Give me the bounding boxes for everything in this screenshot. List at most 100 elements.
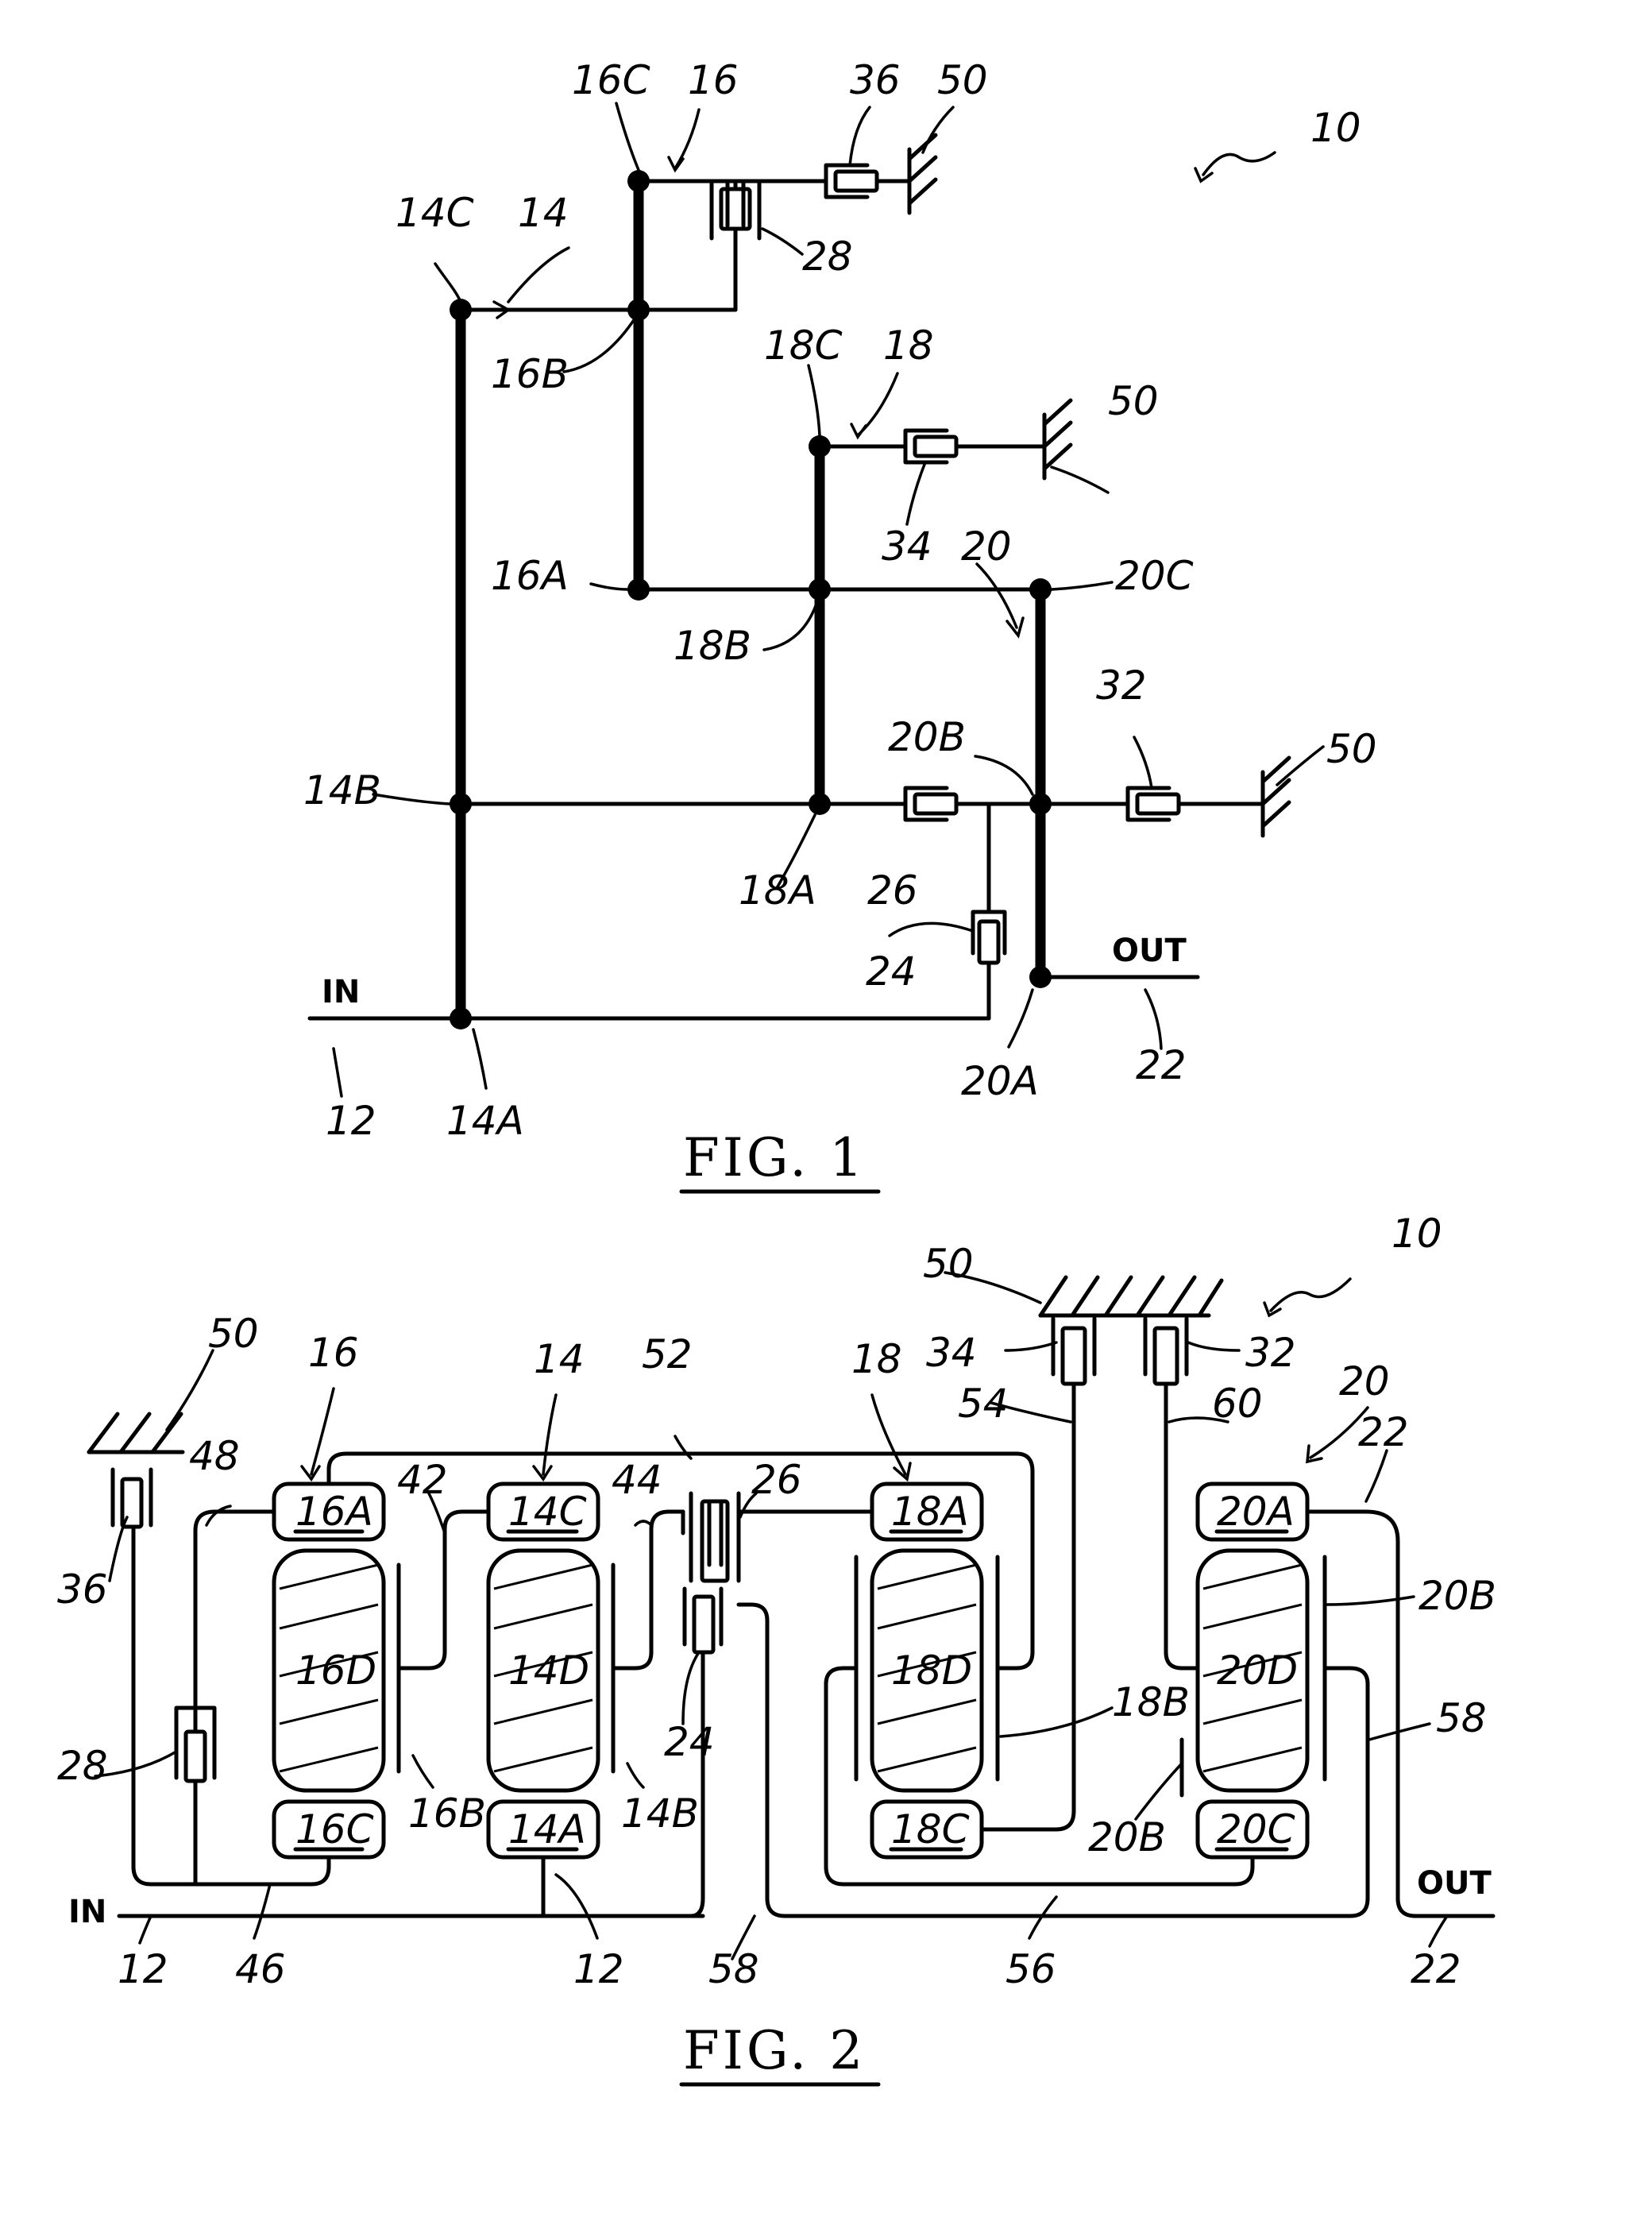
label-16A: 16A <box>491 553 569 599</box>
fig2-ref-10: 10 <box>1391 1211 1442 1257</box>
fig2-label-42: 42 <box>397 1457 448 1503</box>
label-36: 36 <box>850 57 901 103</box>
fig2-label-20Bb: 20B <box>1088 1814 1166 1860</box>
label-22: 22 <box>1136 1042 1187 1088</box>
box-label-14A: 14A <box>508 1806 586 1852</box>
fig2-clutch-24 <box>685 1589 721 1652</box>
fig2-label-44: 44 <box>612 1457 662 1503</box>
ref-10: 10 <box>1310 105 1361 151</box>
fig2-label-18B: 18B <box>1112 1679 1190 1725</box>
label-18C: 18C <box>764 323 843 369</box>
fig2-label-52: 52 <box>642 1331 693 1377</box>
label-16B: 16B <box>491 351 569 397</box>
fig2-label-28: 28 <box>57 1743 108 1789</box>
fig2-label-36: 36 <box>57 1566 108 1613</box>
label-34: 34 <box>882 523 932 570</box>
label-16: 16 <box>688 57 739 103</box>
fig2-label-58a: 58 <box>1436 1695 1487 1741</box>
label-50c: 50 <box>1326 726 1377 772</box>
clutch-28 <box>712 181 759 238</box>
fig2-label-50b: 50 <box>923 1241 974 1287</box>
fig2-ground-50-top <box>1040 1277 1222 1315</box>
label-12: 12 <box>326 1098 376 1144</box>
box-label-18D: 18D <box>891 1648 972 1694</box>
box-label-18A: 18A <box>891 1489 969 1535</box>
fig2-label-12a: 12 <box>118 1946 168 1992</box>
box-label-16D: 16D <box>295 1648 376 1694</box>
label-24: 24 <box>866 948 917 995</box>
label-20: 20 <box>961 523 1012 570</box>
fig2-label-18: 18 <box>851 1336 902 1382</box>
fig2-label-out: OUT <box>1417 1865 1492 1902</box>
fig2-clutch-26 <box>683 1493 739 1581</box>
label-18A: 18A <box>739 867 816 914</box>
label-in: IN <box>322 974 360 1010</box>
box-label-20C: 20C <box>1217 1806 1295 1852</box>
brake-36 <box>826 165 909 197</box>
label-20C: 20C <box>1115 553 1194 599</box>
label-14B: 14B <box>303 767 381 813</box>
label-50b: 50 <box>1108 378 1159 424</box>
ground-50-c <box>1263 758 1289 836</box>
fig2-label-54: 54 <box>958 1381 1009 1427</box>
box-label-14C: 14C <box>508 1489 587 1535</box>
box-label-16C: 16C <box>295 1806 374 1852</box>
fig2-label-34: 34 <box>926 1330 977 1376</box>
fig2-label-20Ba: 20B <box>1418 1573 1496 1619</box>
fig2-label-24: 24 <box>664 1719 715 1765</box>
fig1-caption: FIG. 1 <box>683 1127 866 1188</box>
fig2-label-46: 46 <box>235 1946 286 1992</box>
fig2-label-12b: 12 <box>573 1946 624 1992</box>
box-label-18C: 18C <box>891 1806 970 1852</box>
fig2-label-48: 48 <box>189 1433 240 1479</box>
box-label-16A: 16A <box>295 1489 373 1535</box>
fig2-ground-50-left <box>89 1414 183 1452</box>
label-18B: 18B <box>674 623 751 669</box>
gearset-18: 18A 18D 18C <box>856 1484 998 1857</box>
fig2-stick-diagram: 16A 16D 16C 14C 14D 14A 18A <box>57 1211 1496 2084</box>
fig2-brake-34 <box>1053 1319 1094 1384</box>
gearset-14: 14C 14D 14A <box>488 1484 613 1857</box>
label-14A: 14A <box>446 1098 524 1144</box>
clutch-26 <box>905 788 956 820</box>
fig1-lever-diagram: 10 14C 14 16C 16 36 50 28 16B 18C 18 50 … <box>303 57 1377 1192</box>
box-label-14D: 14D <box>508 1648 589 1694</box>
ground-50-a <box>909 135 936 213</box>
label-18: 18 <box>883 323 934 369</box>
fig2-label-32: 32 <box>1245 1330 1296 1376</box>
label-32: 32 <box>1096 662 1147 709</box>
label-20B: 20B <box>888 714 966 760</box>
fig2-clutch-36 <box>113 1470 151 1537</box>
gearset-20: 20A 20D 20C <box>1182 1484 1325 1857</box>
clutch-24 <box>973 912 1005 963</box>
label-14C: 14C <box>396 190 474 236</box>
fig2-label-14: 14 <box>534 1336 585 1382</box>
label-20A: 20A <box>961 1058 1039 1104</box>
fig2-caption: FIG. 2 <box>683 2020 866 2081</box>
fig2-label-60: 60 <box>1212 1381 1263 1427</box>
fig2-label-in: IN <box>68 1894 106 1930</box>
label-out: OUT <box>1112 933 1187 969</box>
fig2-label-20: 20 <box>1339 1358 1390 1404</box>
fig2-label-26: 26 <box>751 1457 802 1503</box>
label-16C: 16C <box>572 57 650 103</box>
label-28: 28 <box>802 234 853 280</box>
fig2-label-16B: 16B <box>408 1790 486 1837</box>
fig2-label-58b: 58 <box>708 1946 759 1992</box>
box-label-20D: 20D <box>1217 1648 1298 1694</box>
brake-32 <box>1128 788 1179 820</box>
fig2-label-22b: 22 <box>1411 1946 1461 1992</box>
fig2-brake-32 <box>1145 1319 1187 1384</box>
box-label-20A: 20A <box>1217 1489 1295 1535</box>
fig2-label-22a: 22 <box>1358 1409 1409 1455</box>
brake-34 <box>905 431 956 462</box>
fig2-label-16: 16 <box>308 1330 359 1376</box>
ground-50-b <box>1044 400 1071 478</box>
fig2-label-14B: 14B <box>621 1790 699 1837</box>
fig2-label-56: 56 <box>1005 1946 1056 1992</box>
label-14: 14 <box>518 190 569 236</box>
fig2-label-50a: 50 <box>208 1311 259 1357</box>
gearset-16: 16A 16D 16C <box>274 1484 399 1857</box>
label-26: 26 <box>867 867 918 914</box>
